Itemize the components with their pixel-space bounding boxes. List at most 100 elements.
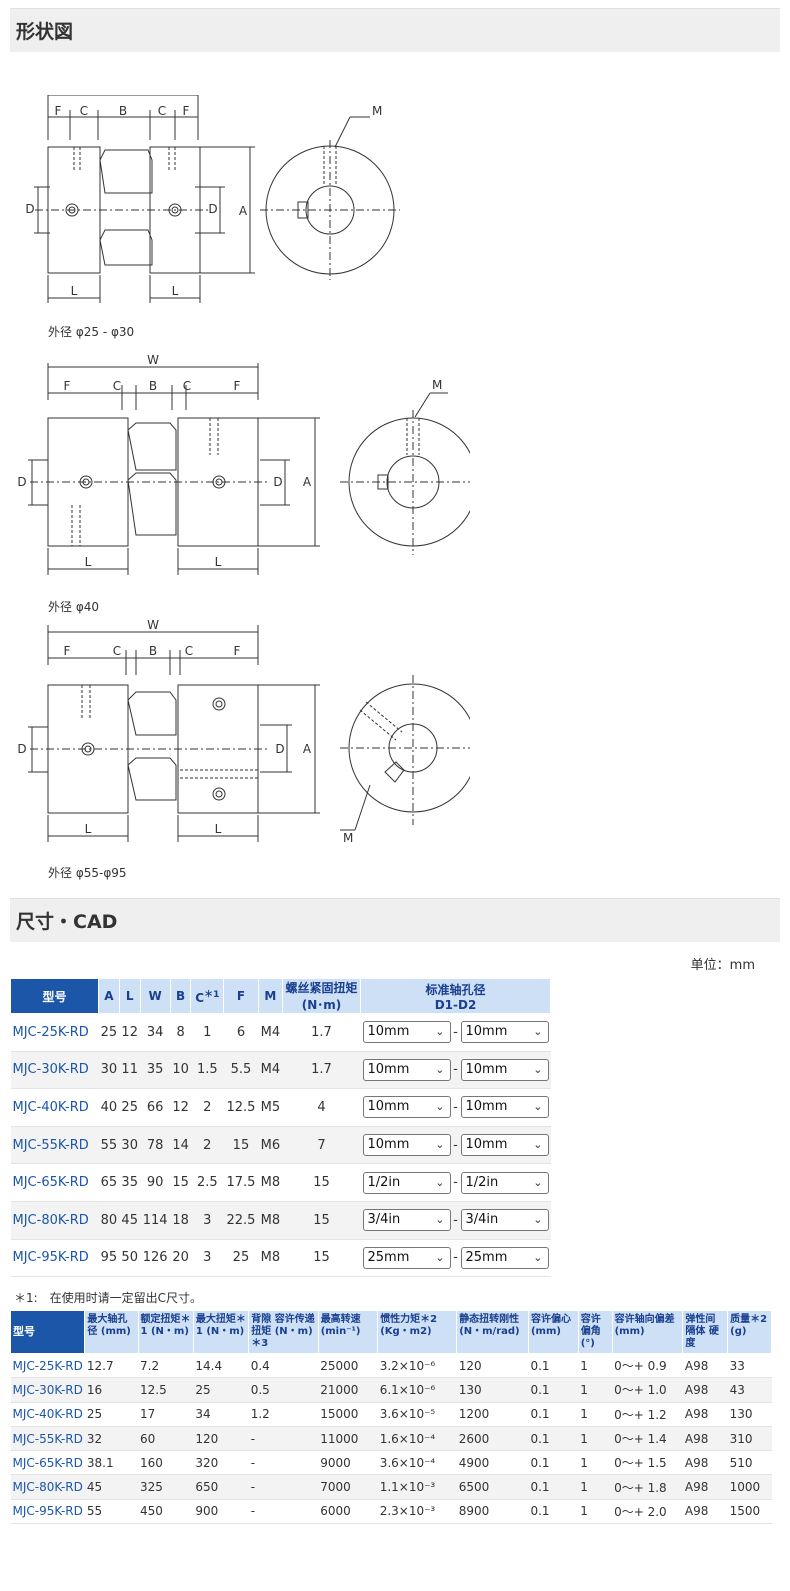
cell-f: 17.5 <box>223 1163 259 1202</box>
table-cell: 60 <box>138 1426 194 1452</box>
d1-select[interactable]: 10mm⌄ <box>362 1021 451 1044</box>
table-cell: 450 <box>138 1499 194 1525</box>
dim-f: F <box>64 644 71 658</box>
table-cell: 34 <box>193 1402 249 1427</box>
dim-f2: F <box>234 644 241 658</box>
model-link[interactable]: MJC-25K-RD <box>10 1353 85 1379</box>
table-cell: 0～+ 0.9 <box>612 1353 683 1379</box>
cell-b: 12 <box>170 1088 191 1127</box>
table-cell: 325 <box>138 1474 194 1500</box>
d1-select[interactable]: 3/4in⌄ <box>362 1209 451 1232</box>
dim-c2: C <box>158 104 166 118</box>
cell-m: M5 <box>258 1088 283 1127</box>
cell-w: 66 <box>140 1088 171 1127</box>
table-cell: 33 <box>727 1353 772 1379</box>
col-c-note: ＊1 <box>204 990 220 1000</box>
dim-m: M <box>343 831 353 845</box>
d1-select[interactable]: 10mm⌄ <box>362 1096 451 1119</box>
dim-a: A <box>303 475 312 489</box>
cell-w: 90 <box>140 1163 171 1202</box>
dim-c: C <box>80 104 88 118</box>
d2-select[interactable]: 25mm⌄ <box>460 1246 549 1269</box>
d2-select[interactable]: 10mm⌄ <box>460 1058 549 1081</box>
col-m: M <box>257 978 284 1014</box>
d1-select[interactable]: 25mm⌄ <box>362 1246 451 1269</box>
table-cell: 21000 <box>318 1377 378 1403</box>
model-link[interactable]: MJC-55K-RD <box>10 1426 85 1452</box>
model-link[interactable]: MJC-40K-RD <box>10 1402 85 1427</box>
table-cell: 16 <box>84 1377 139 1403</box>
d1-select[interactable]: 1/2in⌄ <box>362 1171 451 1194</box>
d2-select[interactable]: 3/4in⌄ <box>460 1209 549 1232</box>
d1-value: 10mm <box>367 1137 410 1153</box>
bore-selects: 10mm⌄-10mm⌄ <box>360 1051 551 1090</box>
model-link[interactable]: MJC-40K-RD <box>10 1088 99 1127</box>
table-cell: 1 <box>578 1353 613 1379</box>
bore-selects: 10mm⌄-10mm⌄ <box>360 1088 551 1127</box>
dim-f: F <box>55 104 62 118</box>
col-torque-l2: (N･m) <box>301 998 342 1012</box>
d2-select[interactable]: 10mm⌄ <box>460 1096 549 1119</box>
d1-select[interactable]: 10mm⌄ <box>362 1134 451 1157</box>
model-link[interactable]: MJC-30K-RD <box>10 1377 85 1403</box>
model-link[interactable]: MJC-55K-RD <box>10 1126 99 1165</box>
model-link[interactable]: MJC-95K-RD <box>10 1499 85 1525</box>
cell-l: 45 <box>119 1201 141 1240</box>
cell-b: 8 <box>170 1013 191 1052</box>
table-cell: 9000 <box>318 1450 378 1476</box>
model-link[interactable]: MJC-30K-RD <box>10 1051 99 1090</box>
model-link[interactable]: MJC-65K-RD <box>10 1163 99 1202</box>
table-cell: A98 <box>682 1426 728 1452</box>
table-cell: - <box>248 1474 319 1500</box>
model-link[interactable]: MJC-80K-RD <box>10 1474 85 1500</box>
dim-c2: C <box>185 644 193 658</box>
d2-value: 10mm <box>465 1099 508 1115</box>
dim-d2: D <box>208 202 217 216</box>
d2-value: 25mm <box>465 1249 508 1265</box>
d2-select[interactable]: 10mm⌄ <box>460 1021 549 1044</box>
table-cell: 1 <box>578 1426 613 1452</box>
table-cell: 0.1 <box>528 1450 579 1476</box>
table-cell: 1.2 <box>248 1402 319 1427</box>
cell-a: 40 <box>98 1088 120 1127</box>
cell-m: M8 <box>258 1239 283 1278</box>
dim-b: B <box>119 104 127 118</box>
model-link[interactable]: MJC-25K-RD <box>10 1013 99 1052</box>
model-link[interactable]: MJC-65K-RD <box>10 1450 85 1476</box>
table-cell: 0～+ 1.8 <box>612 1474 683 1500</box>
drawing-small: W F C B C F L L A D D M <box>25 95 400 303</box>
d2-select[interactable]: 10mm⌄ <box>460 1134 549 1157</box>
col-header: 容许偏角 (°) <box>577 1310 613 1354</box>
table-cell: - <box>248 1499 319 1525</box>
table-cell: 1000 <box>727 1474 772 1500</box>
chevron-down-icon: ⌄ <box>533 1138 543 1152</box>
caption-small: 外径 φ25 - φ30 <box>48 325 135 339</box>
table-cell: 25000 <box>318 1353 378 1379</box>
table-cell: 25 <box>84 1402 139 1427</box>
table-cell: 120 <box>456 1353 529 1379</box>
model-link[interactable]: MJC-95K-RD <box>10 1239 99 1278</box>
d2-value: 1/2in <box>465 1174 499 1190</box>
dim-d1: D <box>17 475 26 489</box>
table-cell: 0.1 <box>528 1474 579 1500</box>
col-header: 背隙 容许传递 扭矩 (N・m)＊3 <box>248 1310 319 1354</box>
d2-select[interactable]: 1/2in⌄ <box>460 1171 549 1194</box>
table-cell: 160 <box>138 1450 194 1476</box>
dim-m: M <box>432 378 442 392</box>
table-cell: 25 <box>193 1377 249 1403</box>
dim-c2: C <box>183 379 191 393</box>
d1-select[interactable]: 10mm⌄ <box>362 1058 451 1081</box>
cell-torque: 15 <box>282 1163 361 1202</box>
chevron-down-icon: ⌄ <box>435 1100 445 1114</box>
model-link[interactable]: MJC-80K-RD <box>10 1201 99 1240</box>
dim-l2: L <box>215 555 222 569</box>
dim-d1: D <box>17 742 26 756</box>
table-cell: 15000 <box>318 1402 378 1427</box>
d2-value: 10mm <box>465 1061 508 1077</box>
table-cell: 43 <box>727 1377 772 1403</box>
col-header: 额定扭矩＊1 (N・m) <box>137 1310 194 1354</box>
